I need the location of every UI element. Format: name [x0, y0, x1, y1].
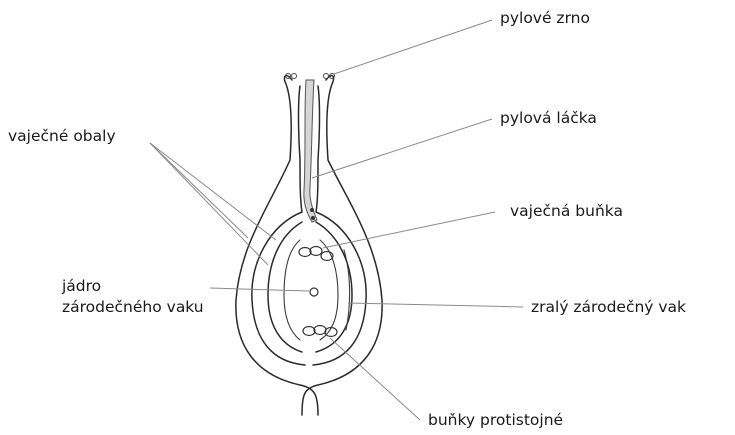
leader-integuments-a — [150, 143, 276, 240]
pollen-grain-c — [324, 74, 329, 79]
label-integuments: vaječné obaly — [8, 126, 116, 146]
label-egg-cell: vaječná buňka — [510, 201, 623, 221]
pollen-tube — [304, 80, 317, 222]
leader-pollen-tube — [312, 119, 492, 178]
label-antipodal-cells: buňky protistojné — [428, 410, 563, 430]
sperm-nucleus-a — [310, 208, 314, 212]
antipodal-b — [314, 326, 326, 335]
egg-cell-shape — [310, 247, 322, 256]
synergid-left — [299, 248, 311, 257]
sperm-nucleus-b — [311, 216, 315, 220]
leader-pollen-grain — [334, 20, 492, 74]
central-nucleus — [310, 288, 318, 296]
embryo-sac-inner-right — [320, 240, 338, 340]
label-pollen-grain: pylové zrno — [500, 8, 590, 28]
outer-integument-right — [302, 76, 382, 415]
leader-integuments-b — [150, 143, 268, 265]
label-mature-embryo-sac: zralý zárodečný vak — [531, 297, 686, 317]
label-pollen-tube: pylová láčka — [500, 108, 597, 128]
antipodal-a — [303, 327, 315, 336]
leader-integuments-c — [150, 143, 248, 238]
leader-egg-cell — [323, 212, 495, 248]
pollen-grain-b — [292, 74, 297, 79]
leader-embryo-sac — [348, 303, 523, 307]
leader-antipodal — [330, 338, 420, 420]
label-embryo-sac-nucleus-line1: jádro — [62, 276, 101, 296]
leader-nucleus — [210, 288, 309, 291]
label-embryo-sac-nucleus-line2: zárodečného vaku — [62, 297, 204, 317]
embryo-sac-left — [268, 222, 302, 352]
